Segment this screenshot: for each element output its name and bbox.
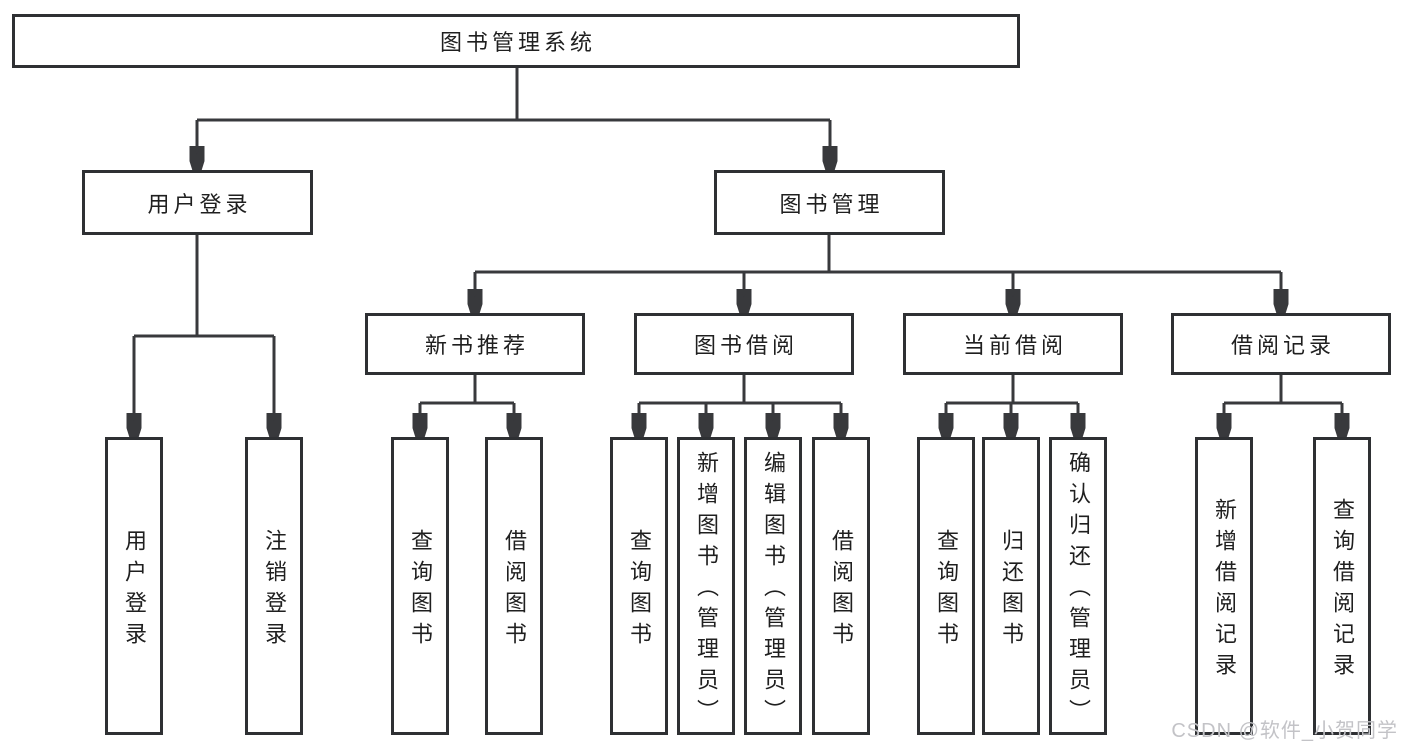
leaf-bb-borrow-books: 借阅图书 bbox=[812, 437, 870, 735]
node-user-login: 用户登录 bbox=[82, 170, 313, 235]
node-label: 图书借阅 bbox=[693, 333, 798, 358]
node-label: 新增借阅记录 bbox=[1212, 497, 1237, 684]
node-label: 注销登录 bbox=[262, 528, 287, 653]
leaf-logout-login: 注销登录 bbox=[245, 437, 303, 735]
node-label: 查询图书 bbox=[934, 528, 959, 653]
node-label: 图书管理 bbox=[779, 191, 884, 217]
node-book-borrowing: 图书借阅 bbox=[634, 313, 854, 375]
node-label: 查询图书 bbox=[627, 528, 652, 653]
leaf-br-add-borrow-record: 新增借阅记录 bbox=[1195, 437, 1253, 735]
leaf-cb-return-books: 归还图书 bbox=[982, 437, 1040, 735]
node-label: 借阅图书 bbox=[829, 528, 854, 653]
node-label: 当前借阅 bbox=[962, 333, 1067, 358]
leaf-cb-confirm-return-admin: 确认归还（管理员） bbox=[1049, 437, 1107, 735]
leaf-cb-query-books: 查询图书 bbox=[917, 437, 975, 735]
node-label: 查询图书 bbox=[408, 528, 433, 653]
leaf-nbr-borrow-books: 借阅图书 bbox=[485, 437, 543, 735]
node-label: 查询借阅记录 bbox=[1330, 497, 1355, 684]
node-label: 用户登录 bbox=[122, 528, 147, 653]
leaf-user-login: 用户登录 bbox=[105, 437, 163, 735]
leaf-bb-edit-books-admin: 编辑图书（管理员） bbox=[744, 437, 802, 735]
leaf-br-query-borrow-record: 查询借阅记录 bbox=[1313, 437, 1371, 735]
connector-trunks bbox=[134, 68, 1342, 405]
node-label: 新书推荐 bbox=[424, 333, 529, 358]
node-label: 借阅图书 bbox=[502, 528, 527, 653]
node-book-management: 图书管理 bbox=[714, 170, 945, 235]
node-label: 编辑图书（管理员） bbox=[761, 451, 786, 730]
node-label: 用户登录 bbox=[147, 191, 252, 217]
node-label: 新增图书（管理员） bbox=[694, 451, 719, 730]
leaf-bb-add-books-admin: 新增图书（管理员） bbox=[677, 437, 735, 735]
leaf-nbr-query-books: 查询图书 bbox=[391, 437, 449, 735]
node-new-book-recommend: 新书推荐 bbox=[365, 313, 585, 375]
node-library-system: 图书管理系统 bbox=[12, 14, 1020, 68]
node-label: 归还图书 bbox=[999, 528, 1024, 653]
node-current-borrowing: 当前借阅 bbox=[903, 313, 1123, 375]
node-borrowing-records: 借阅记录 bbox=[1171, 313, 1391, 375]
watermark: CSDN @软件_小贺同学 bbox=[1171, 720, 1398, 742]
leaf-bb-query-books: 查询图书 bbox=[610, 437, 668, 735]
node-label: 借阅记录 bbox=[1230, 333, 1335, 358]
node-label: 确认归还（管理员） bbox=[1066, 451, 1091, 730]
node-label: 图书管理系统 bbox=[439, 30, 596, 55]
